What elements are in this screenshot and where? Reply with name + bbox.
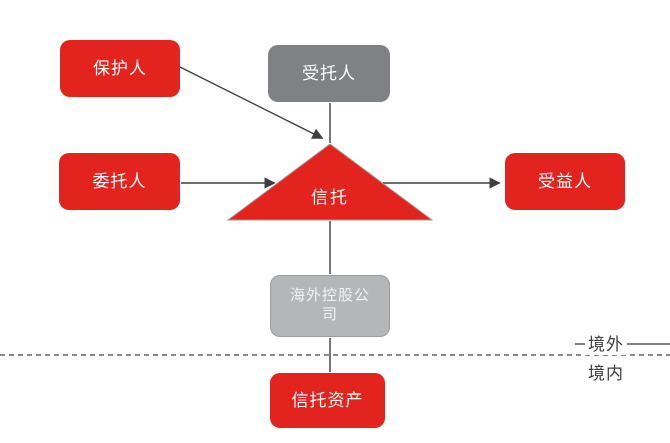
trust-triangle-label: 信托 [311, 188, 349, 207]
node-trust-assets-label: 信托资产 [291, 390, 364, 410]
node-trustee-label: 受托人 [302, 63, 356, 83]
node-holding-company: 海外控股公司 [270, 275, 390, 337]
node-holding-company-label: 海外控股公司 [289, 287, 370, 323]
node-protector-label: 保护人 [93, 58, 147, 78]
offshore-label: 境外 [585, 330, 627, 355]
node-settlor: 委托人 [59, 153, 180, 210]
edge-protector-trust [179, 66, 324, 139]
trust-triangle-shape [226, 143, 434, 221]
onshore-label: 境内 [585, 359, 627, 384]
node-trust-assets: 信托资产 [270, 373, 385, 428]
node-beneficiary-label: 受益人 [538, 171, 592, 191]
node-settlor-label: 委托人 [92, 171, 147, 191]
node-beneficiary: 受益人 [505, 153, 625, 210]
node-trustee: 受托人 [268, 45, 390, 102]
node-protector: 保护人 [60, 40, 180, 97]
